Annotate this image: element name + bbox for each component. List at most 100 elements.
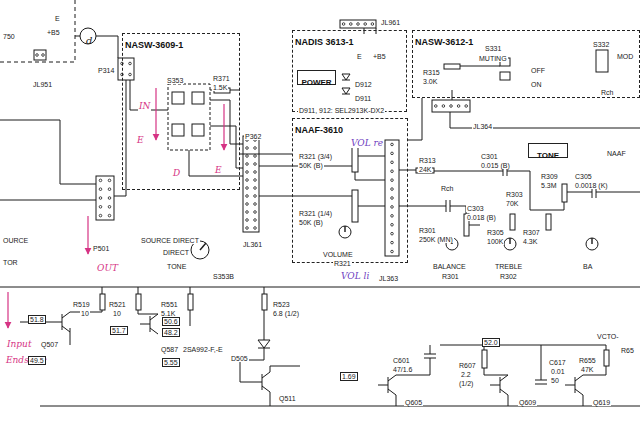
wire bbox=[138, 310, 158, 314]
part-label: 0.015 (B) bbox=[480, 162, 511, 169]
part-label: P314 bbox=[97, 67, 115, 74]
header-pin bbox=[99, 214, 102, 217]
label-anchor: TONE bbox=[166, 256, 187, 272]
label-anchor: D505 bbox=[230, 348, 249, 364]
label-anchor: S353 bbox=[166, 70, 184, 86]
part-label: 0.01 bbox=[550, 368, 566, 375]
part-label: R655 bbox=[578, 357, 597, 364]
part-label: D911, 912: SEL2913K-DX2 bbox=[298, 107, 385, 114]
part-label: 50K (B) bbox=[298, 162, 324, 169]
wire bbox=[376, 28, 377, 34]
label-anchor: 0.0018 (K) bbox=[574, 175, 609, 191]
part-label: R551 bbox=[160, 301, 179, 308]
label-anchor: E bbox=[54, 8, 61, 24]
label-anchor: JL361 bbox=[242, 234, 263, 250]
connector-header bbox=[96, 176, 114, 220]
handwritten-note: VOL re bbox=[350, 138, 384, 148]
sheet-reference: d bbox=[85, 35, 93, 46]
wire bbox=[396, 395, 397, 406]
wire bbox=[52, 322, 62, 323]
label-anchor: 51.8 bbox=[28, 309, 46, 325]
part-label: R313 bbox=[418, 157, 437, 164]
wire bbox=[358, 206, 366, 207]
label-anchor: 4.3K bbox=[522, 231, 538, 247]
wire bbox=[0, 200, 96, 201]
component-symbol bbox=[596, 50, 608, 72]
part-label: S332 bbox=[592, 41, 610, 48]
label-anchor: JL961 bbox=[380, 12, 401, 28]
part-label: R65 bbox=[620, 347, 635, 354]
header-pin bbox=[357, 23, 360, 26]
label-anchor: +B5 bbox=[372, 46, 387, 62]
label-anchor: MOD bbox=[616, 46, 634, 62]
label-anchor: 51.7 bbox=[110, 320, 128, 336]
component-symbol bbox=[188, 294, 193, 310]
part-label: 2SA992-F,-E bbox=[182, 346, 224, 353]
part-label: 100K bbox=[486, 238, 504, 245]
part-label: 70K bbox=[505, 200, 519, 207]
wire bbox=[259, 196, 352, 197]
label-anchor: S353B bbox=[212, 266, 235, 282]
label-anchor: 1.69 bbox=[340, 366, 358, 382]
wire bbox=[575, 375, 583, 381]
label-anchor: 50.6 bbox=[162, 311, 180, 327]
part-label: E bbox=[54, 15, 61, 22]
wire bbox=[434, 171, 503, 172]
header-pin bbox=[99, 188, 102, 191]
knob-symbol bbox=[339, 226, 351, 238]
header-pin bbox=[254, 147, 257, 150]
part-label: C305 bbox=[574, 173, 593, 180]
header-pin bbox=[391, 179, 394, 182]
header-pin bbox=[391, 152, 394, 155]
part-label: JL961 bbox=[380, 19, 401, 26]
label-anchor: Q619 bbox=[592, 392, 611, 408]
header-pin bbox=[99, 206, 102, 209]
voltage-value: 50.6 bbox=[162, 317, 180, 326]
wire bbox=[114, 80, 126, 196]
wire bbox=[541, 345, 542, 380]
label-anchor: R313 bbox=[418, 150, 437, 166]
module-name: NAAF-3610 bbox=[293, 125, 345, 137]
wire bbox=[140, 324, 150, 325]
wire bbox=[388, 375, 396, 381]
label-anchor: R315 bbox=[422, 62, 441, 78]
part-label: TREBLE bbox=[494, 263, 523, 270]
label-anchor: VOLUME bbox=[322, 244, 354, 260]
header-pin bbox=[465, 105, 468, 108]
header-pin bbox=[391, 188, 394, 191]
label-anchor: (1/2) bbox=[458, 373, 474, 389]
part-label: 24K bbox=[418, 166, 432, 173]
handwritten-note: D bbox=[172, 168, 181, 178]
module-name: NASW-3612-1 bbox=[413, 37, 475, 49]
label-anchor: R302 bbox=[499, 266, 518, 282]
header-pin bbox=[129, 62, 132, 65]
label-anchor: S332 bbox=[592, 34, 610, 50]
wire bbox=[378, 385, 388, 386]
label-anchor: R551 bbox=[160, 294, 179, 310]
label-anchor: R65 bbox=[620, 340, 635, 356]
part-label: Q609 bbox=[518, 399, 537, 406]
part-label: SOURCE DIRECT bbox=[140, 237, 200, 244]
part-label: TONE bbox=[166, 263, 187, 270]
label-anchor: D bbox=[172, 163, 181, 179]
part-label: 2.2 bbox=[460, 371, 472, 378]
part-label: 1.5K bbox=[212, 84, 228, 91]
wire bbox=[583, 395, 584, 406]
wire bbox=[450, 200, 451, 212]
module-name: NADIS 3613-1 bbox=[293, 37, 356, 49]
wire bbox=[102, 287, 103, 294]
header-pin bbox=[246, 227, 249, 230]
diode-symbol bbox=[342, 88, 350, 94]
part-label: VCTO- bbox=[596, 333, 620, 340]
label-anchor: R301 bbox=[441, 266, 460, 282]
part-label: Rch bbox=[440, 185, 454, 192]
part-label: R521 bbox=[108, 301, 127, 308]
module-name: TONE bbox=[536, 151, 560, 162]
handwritten-note: OUT bbox=[96, 263, 119, 273]
header-pin bbox=[254, 171, 257, 174]
wire bbox=[264, 287, 265, 294]
handwritten-note: E bbox=[136, 135, 145, 145]
header-pin bbox=[246, 211, 249, 214]
part-label: R303 bbox=[505, 191, 524, 198]
part-label: Q619 bbox=[592, 399, 611, 406]
